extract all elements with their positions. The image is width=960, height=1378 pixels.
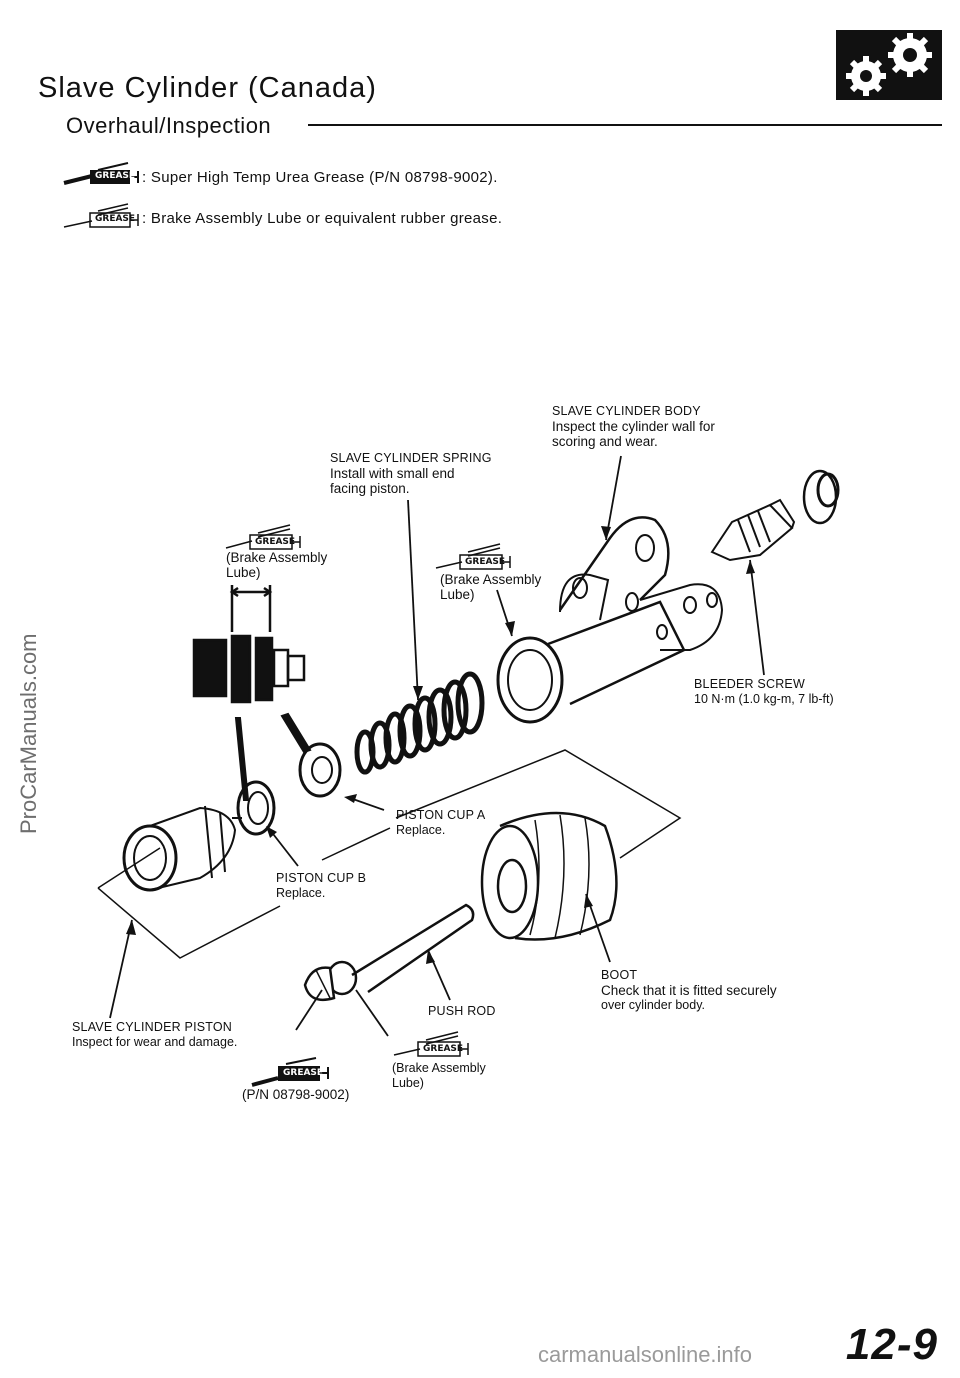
label-piston-cup-a: PISTON CUP A Replace. — [396, 808, 486, 837]
leader-arrowheads — [126, 526, 755, 964]
label-slave-cylinder-spring: SLAVE CYLINDER SPRING Install with small… — [330, 451, 492, 496]
slave-cylinder-body — [496, 516, 724, 724]
label-slave-cylinder-body: SLAVE CYLINDER BODY Inspect the cylinder… — [552, 404, 715, 449]
section-subtitle: Overhaul/Inspection — [66, 113, 272, 138]
label-lube-bottom: (Brake Assembly Lube) — [392, 1061, 486, 1090]
grease-icon-tag: GREASE — [423, 1044, 464, 1054]
piston-cup-b — [236, 780, 276, 836]
bleeder-cap — [802, 469, 840, 525]
boot — [480, 811, 618, 941]
label-part-number: (P/N 08798-9002) — [242, 1087, 350, 1102]
leader-lines — [109, 455, 765, 1037]
label-bleeder-screw: BLEEDER SCREW 10 N·m (1.0 kg-m, 7 lb-ft) — [694, 677, 834, 706]
grease-icon-tag: GREASE — [95, 171, 136, 181]
watermark-bottom: carmanualsonline.info — [538, 1342, 753, 1367]
label-piston-cup-b: PISTON CUP B Replace. — [276, 871, 367, 900]
label-lube-left: (Brake Assembly Lube) — [226, 550, 328, 580]
label-push-rod: PUSH ROD — [428, 1004, 496, 1018]
legend-urea-grease: : Super High Temp Urea Grease (P/N 08798… — [142, 169, 498, 186]
grease-icon-tag: GREASE — [255, 537, 296, 547]
grease-icon-tag: GREASE — [95, 214, 136, 224]
label-boot: BOOT Check that it is fitted securely ov… — [601, 968, 777, 1012]
grease-icon-tag: GREASE — [465, 557, 506, 567]
push-rod — [303, 903, 475, 1002]
grease-icon-tag: GREASE — [283, 1068, 324, 1078]
page-number: 12-9 — [845, 1320, 938, 1369]
header-rule — [308, 124, 942, 126]
piston-cup-a — [298, 742, 342, 798]
watermark-side: ProCarManuals.com — [16, 633, 41, 834]
slave-cylinder-spring — [354, 671, 485, 775]
page-title: Slave Cylinder (Canada) — [38, 72, 377, 104]
legend-brake-lube: : Brake Assembly Lube or equivalent rubb… — [142, 210, 503, 227]
label-slave-cylinder-piston: SLAVE CYLINDER PISTON Inspect for wear a… — [72, 1020, 238, 1049]
bleeder-screw — [710, 498, 796, 562]
slave-cylinder-piston — [122, 805, 242, 892]
piston-cross-section — [192, 585, 306, 704]
label-lube-mid: (Brake Assembly Lube) — [440, 572, 542, 602]
